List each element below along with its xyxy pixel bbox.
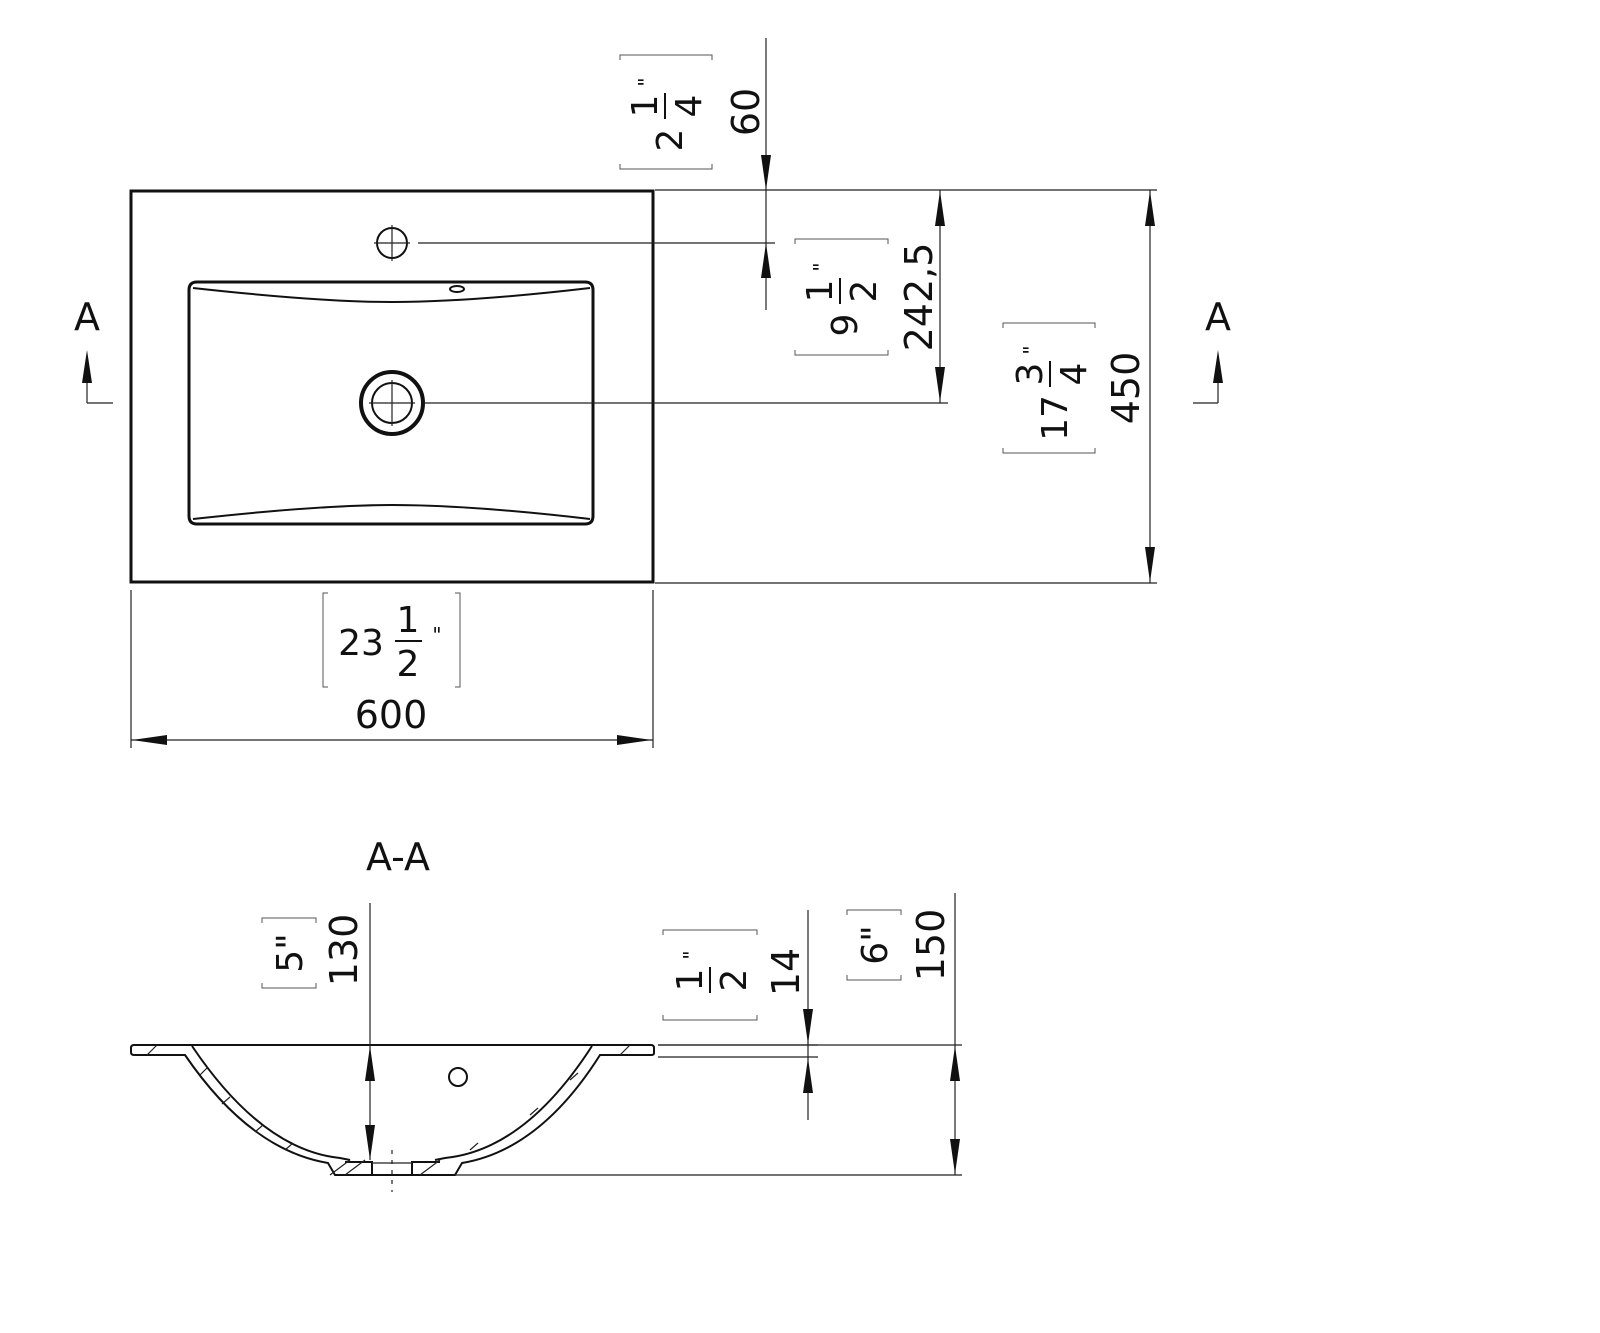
dimension-inch: 2 1 4 " bbox=[619, 54, 713, 170]
svg-text:1: 1 bbox=[800, 280, 841, 303]
overflow-hole bbox=[448, 1067, 468, 1087]
svg-text:4: 4 bbox=[1054, 363, 1095, 386]
svg-text:1: 1 bbox=[670, 969, 711, 992]
svg-text:": " bbox=[809, 262, 833, 271]
drain-outer bbox=[359, 370, 425, 436]
dimension-width: 600 23 1 2 " bbox=[131, 592, 653, 745]
arrow-up-icon bbox=[1213, 350, 1223, 383]
dimension-depth: 450 17 3 4 " bbox=[1002, 190, 1155, 583]
svg-text:": " bbox=[634, 77, 658, 86]
svg-text:": " bbox=[679, 950, 703, 959]
arrow-up-icon bbox=[82, 350, 92, 383]
section-view bbox=[130, 1044, 655, 1192]
hatching bbox=[146, 1044, 631, 1176]
svg-text:": " bbox=[1019, 345, 1043, 354]
dimension-inch: 6" bbox=[846, 909, 902, 981]
plan-view bbox=[129, 189, 655, 584]
basin-bottom-slope bbox=[192, 503, 591, 520]
svg-text:1: 1 bbox=[625, 95, 666, 118]
dimension-mm: 14 bbox=[764, 948, 808, 996]
section-letter: A bbox=[74, 295, 100, 339]
svg-text:": " bbox=[432, 623, 441, 647]
section-marker-right: A bbox=[1193, 295, 1231, 404]
dimension-bowl-depth: 130 5" bbox=[261, 903, 375, 1160]
svg-text:2: 2 bbox=[714, 969, 755, 992]
svg-text:2: 2 bbox=[650, 129, 691, 152]
dimension-total-height: 150 6" bbox=[455, 893, 962, 1176]
section-letter: A bbox=[1205, 295, 1231, 339]
dimension-mm: 150 bbox=[909, 909, 953, 982]
svg-text:17: 17 bbox=[1035, 395, 1076, 441]
dimension-tap-offset: 60 2 1 4 " bbox=[619, 38, 771, 310]
dimension-rim-thickness: 14 1 2 " bbox=[658, 910, 818, 1120]
countertop-outline bbox=[129, 189, 655, 584]
svg-text:1: 1 bbox=[397, 600, 420, 641]
svg-text:6": 6" bbox=[855, 925, 896, 964]
section-marker-left: A bbox=[74, 295, 113, 404]
svg-text:2: 2 bbox=[844, 280, 885, 303]
basin-outline bbox=[187, 280, 595, 526]
sink-section-outline bbox=[130, 1044, 655, 1176]
svg-text:9: 9 bbox=[825, 314, 866, 337]
basin-top-slope bbox=[192, 287, 591, 304]
dimension-inch: 23 1 2 " bbox=[322, 592, 461, 688]
dimension-inch: 17 3 4 " bbox=[1002, 322, 1096, 454]
dimension-mm: 130 bbox=[322, 914, 366, 987]
dimension-mm: 450 bbox=[1104, 352, 1148, 425]
svg-text:23: 23 bbox=[338, 623, 384, 664]
dimension-mm: 600 bbox=[355, 693, 428, 737]
dimension-mm: 60 bbox=[724, 88, 768, 136]
svg-text:5": 5" bbox=[270, 933, 311, 972]
dimension-mm: 242,5 bbox=[897, 243, 941, 352]
dimension-inch: 5" bbox=[261, 917, 317, 989]
svg-text:3: 3 bbox=[1010, 363, 1051, 386]
overflow-icon bbox=[449, 285, 465, 293]
section-title: A-A bbox=[366, 835, 430, 879]
dimension-inch: 9 1 2 " bbox=[794, 238, 889, 356]
svg-text:4: 4 bbox=[669, 95, 710, 118]
svg-text:2: 2 bbox=[397, 644, 420, 685]
dimension-drain-offset: 242,5 9 1 2 " bbox=[794, 190, 945, 403]
dimension-inch: 1 2 " bbox=[662, 929, 758, 1021]
